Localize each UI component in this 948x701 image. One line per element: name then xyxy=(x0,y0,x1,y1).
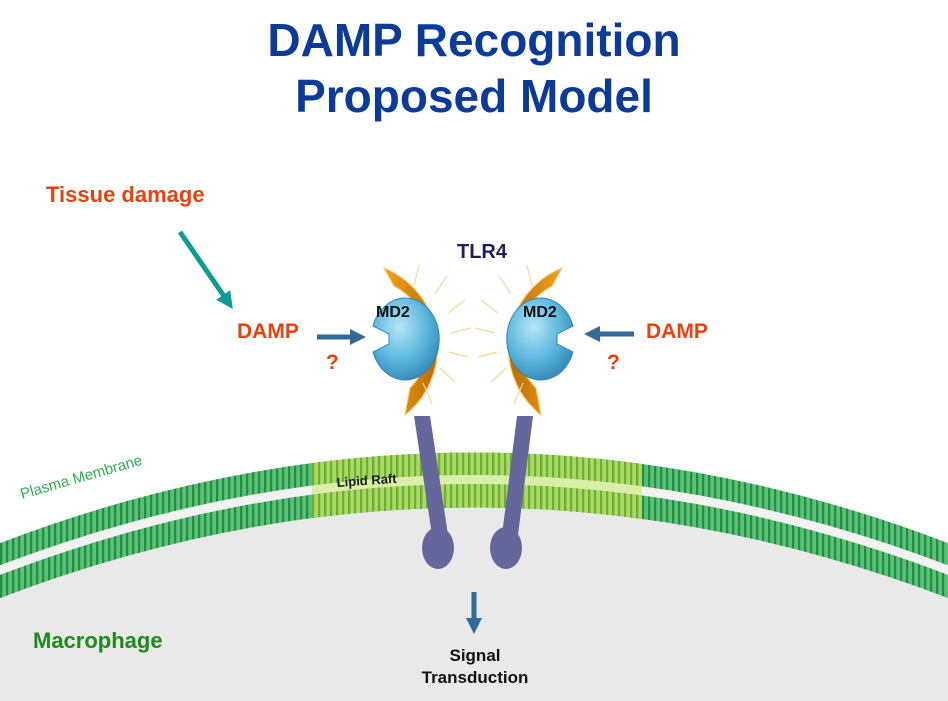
tlr4-transmembrane-right xyxy=(490,416,533,569)
title-line-2: Proposed Model xyxy=(295,70,653,122)
md2-label-left: MD2 xyxy=(376,304,410,321)
signal-transduction-line-2: Transduction xyxy=(421,668,529,687)
tlr4-label: TLR4 xyxy=(457,241,507,263)
tlr4-transmembrane-left xyxy=(414,416,454,569)
md2-label-right: MD2 xyxy=(523,304,557,321)
lipid-raft-label: Lipid Raft xyxy=(336,471,398,490)
tissue-damage-arrow xyxy=(177,230,233,310)
damp-label-left: DAMP xyxy=(237,320,299,343)
title-line-1: DAMP Recognition xyxy=(267,14,681,66)
signal-transduction-line-1: Signal xyxy=(449,646,501,665)
plasma-membrane-label: Plasma Membrane xyxy=(18,452,144,503)
question-mark-right: ? xyxy=(607,351,620,374)
md2-left xyxy=(372,297,440,381)
md2-right xyxy=(506,297,574,381)
question-mark-left: ? xyxy=(326,351,339,374)
damp-label-right: DAMP xyxy=(646,320,708,343)
tissue-damage-label: Tissue damage xyxy=(46,182,205,207)
macrophage-label: Macrophage xyxy=(33,628,163,653)
